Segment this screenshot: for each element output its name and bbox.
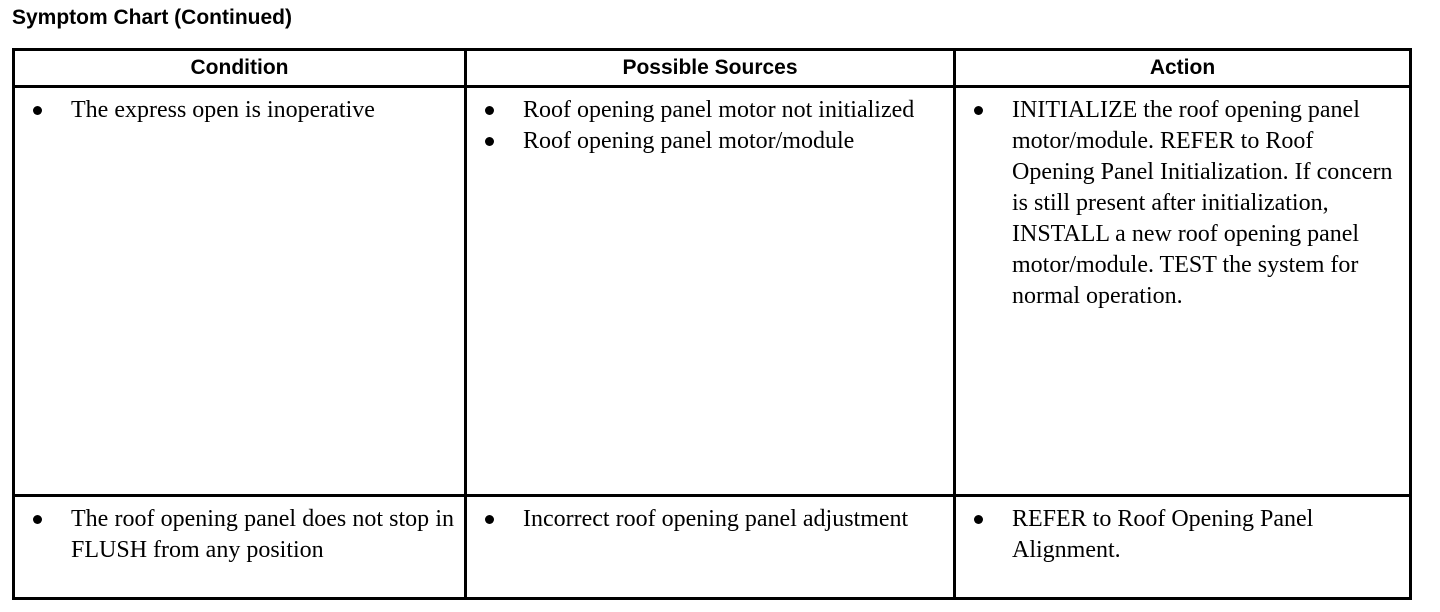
bullet-list-possible-sources: Incorrect roof opening panel adjustment xyxy=(467,497,953,539)
bullet-icon xyxy=(485,137,494,146)
table-header-row: Condition Possible Sources Action xyxy=(12,48,1412,88)
list-item-text: Roof opening panel motor not initialized xyxy=(523,97,915,123)
list-item-text: REFER to Roof Opening Panel Alignment. xyxy=(1012,506,1314,563)
cell-action: INITIALIZE the roof opening panel motor/… xyxy=(953,85,1412,497)
table-row: The express open is inoperative Roof ope… xyxy=(12,85,1412,497)
list-item-text: The roof opening panel does not stop in … xyxy=(71,506,454,563)
column-header-action: Action xyxy=(953,48,1412,88)
column-header-condition: Condition xyxy=(12,48,467,88)
list-item: Roof opening panel motor/module xyxy=(467,126,943,157)
list-item: REFER to Roof Opening Panel Alignment. xyxy=(956,504,1399,566)
bullet-icon xyxy=(974,106,983,115)
list-item: Incorrect roof opening panel adjustment xyxy=(467,504,943,535)
bullet-icon xyxy=(33,106,42,115)
bullet-list-possible-sources: Roof opening panel motor not initialized… xyxy=(467,88,953,161)
column-header-possible-sources: Possible Sources xyxy=(464,48,956,88)
cell-possible-sources: Incorrect roof opening panel adjustment xyxy=(464,494,956,600)
list-item: The express open is inoperative xyxy=(15,95,454,126)
table-body: The express open is inoperative Roof ope… xyxy=(12,85,1412,600)
bullet-icon xyxy=(485,106,494,115)
bullet-icon xyxy=(974,515,983,524)
table-row: The roof opening panel does not stop in … xyxy=(12,494,1412,600)
list-item-text: Roof opening panel motor/module xyxy=(523,128,855,154)
list-item: Roof opening panel motor not initialized xyxy=(467,95,943,126)
bullet-list-condition: The express open is inoperative xyxy=(15,88,464,130)
bullet-list-action: INITIALIZE the roof opening panel motor/… xyxy=(956,88,1409,316)
list-item: INITIALIZE the roof opening panel motor/… xyxy=(956,95,1399,312)
table-header: Condition Possible Sources Action xyxy=(12,48,1412,88)
cell-possible-sources: Roof opening panel motor not initialized… xyxy=(464,85,956,497)
list-item-text: INITIALIZE the roof opening panel motor/… xyxy=(1012,97,1393,309)
page-title: Symptom Chart (Continued) xyxy=(12,6,292,29)
bullet-icon xyxy=(485,515,494,524)
list-item-text: Incorrect roof opening panel adjustment xyxy=(523,506,909,532)
bullet-list-condition: The roof opening panel does not stop in … xyxy=(15,497,464,570)
cell-condition: The express open is inoperative xyxy=(12,85,467,497)
bullet-icon xyxy=(33,515,42,524)
cell-action: REFER to Roof Opening Panel Alignment. xyxy=(953,494,1412,600)
list-item-text: The express open is inoperative xyxy=(71,97,375,123)
bullet-list-action: REFER to Roof Opening Panel Alignment. xyxy=(956,497,1409,570)
cell-condition: The roof opening panel does not stop in … xyxy=(12,494,467,600)
list-item: The roof opening panel does not stop in … xyxy=(15,504,454,566)
symptom-chart-table: Condition Possible Sources Action The ex… xyxy=(12,48,1412,600)
